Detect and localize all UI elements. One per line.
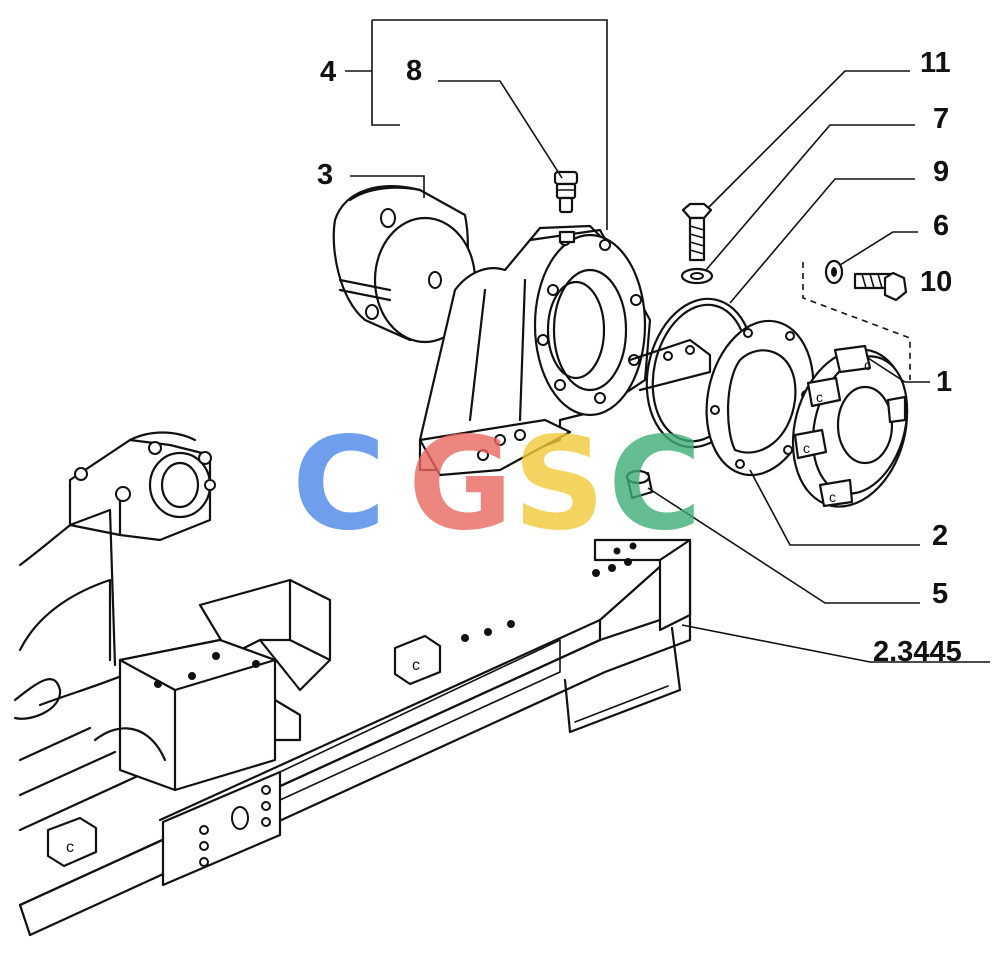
- callout-1: 1: [936, 366, 952, 398]
- part-8-grease-nipple: [553, 170, 579, 214]
- callout-5: 5: [932, 578, 948, 610]
- callout-8: 8: [406, 55, 422, 87]
- callout-2: 2: [932, 520, 948, 552]
- watermark-letter-1: C: [292, 410, 386, 559]
- part-2-gasket: [705, 319, 815, 477]
- callout-2-3445: 2.3445: [873, 636, 962, 668]
- svg-text:c: c: [803, 440, 810, 456]
- svg-text:c: c: [66, 839, 74, 856]
- callout-11: 11: [920, 47, 951, 79]
- svg-text:c: c: [864, 357, 871, 373]
- callout-6: 6: [933, 210, 949, 242]
- bearing-bracket: [418, 224, 712, 477]
- watermark-letter-3: S: [513, 410, 605, 559]
- callout-10: 10: [920, 266, 952, 298]
- part-7-washer: [680, 267, 714, 285]
- watermark-letter-2: G: [408, 410, 513, 559]
- svg-text:c: c: [829, 489, 836, 505]
- watermark-letter-4: C: [608, 410, 702, 559]
- part-6-washer: [824, 259, 844, 285]
- callout-9: 9: [933, 156, 949, 188]
- chassis-frame: c c: [13, 498, 692, 937]
- svg-text:c: c: [816, 389, 823, 405]
- svg-text:c: c: [412, 657, 420, 674]
- cgsc-watermark-logo: C G S C: [292, 410, 702, 559]
- part-11-bolt: [681, 202, 713, 262]
- part-5-plug: [625, 469, 654, 500]
- callout-3: 3: [317, 159, 333, 191]
- left-clamp: [68, 431, 216, 667]
- callout-labels: 4 8 3 11 7 9 6 10 1 2 5 2.3445: [317, 47, 962, 668]
- part-10-bolt: [853, 271, 908, 302]
- part-1-cover: c c c c: [791, 344, 909, 508]
- leader-lines: [345, 19, 990, 663]
- callout-7: 7: [933, 103, 949, 135]
- callout-4: 4: [320, 56, 336, 88]
